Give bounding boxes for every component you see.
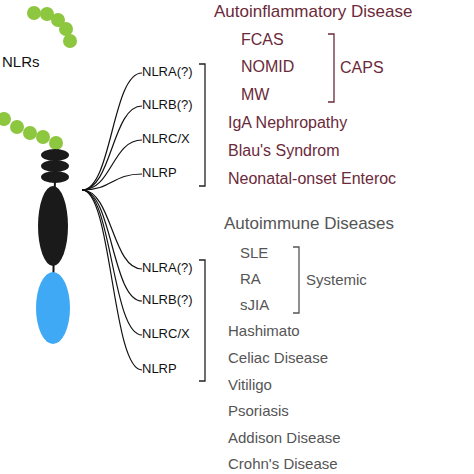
disease-name: Celiac Disease [228,350,328,365]
lrr-bead [49,136,63,150]
group-name: CAPS [340,60,384,76]
branch-line [82,190,142,301]
branch-line [82,106,142,190]
lrr-bead [36,130,50,144]
disease-name: sJIA [240,297,269,312]
branch-line [82,190,142,269]
group-bracket [199,260,205,381]
group-bracket [199,64,205,186]
caps-bracket [328,34,334,102]
disease-name: Crohn's Disease [228,456,338,471]
nacht-domain-oval [38,186,68,266]
nlr-family-label: NLRC/X [142,131,200,147]
family-heading: NLRs [2,54,40,69]
nlr-family-label: NLRB(?) [142,97,200,113]
branch-line [82,190,142,370]
branch-line [82,140,142,190]
group-heading: Autoimmune Diseases [224,215,394,232]
nlr-name: NLRB(?) [142,293,193,306]
disease-name: Hashimato [228,323,300,338]
lrr-bead [59,22,73,36]
disease-name: Neonatal-onset Enteroc [228,171,396,187]
systemic-bracket [293,247,299,313]
nlr-name: NLRC/X [142,327,190,340]
nlr-family-label: NLRC/X [142,326,200,342]
disease-name: Vitiligo [228,377,272,392]
protein-domain-schematic: NLRs [0,0,82,350]
small-domain-oval [41,160,69,172]
nlr-name: NLRP [142,362,177,375]
nlr-name: NLRB(?) [142,98,193,111]
effector-domain-oval [36,272,70,344]
nlr-name: NLRA(?) [142,261,193,274]
disease-name: FCAS [241,32,284,48]
disease-name: SLE [240,245,268,260]
nlr-family-label: NLRA(?) [142,260,200,276]
nlr-name: NLRP [142,166,177,179]
lrr-bead [23,126,37,140]
group-heading: Autoinflammatory Disease [214,3,412,20]
group-name: Systemic [306,272,367,287]
nlr-name: NLRC/X [142,132,190,145]
disease-name: MW [241,87,269,103]
small-domain-oval [41,171,69,183]
nlr-family-label: NLRB(?) [142,292,200,308]
lrr-bead [63,34,77,48]
lrr-bead [0,112,11,126]
nlr-family-label: NLRP [142,165,200,181]
nlr-family-label: NLRP [142,361,200,377]
lrr-bead [27,6,41,20]
branch-line [82,174,142,190]
protein-illustration [0,0,82,350]
branch-line [82,73,142,190]
disease-name: Blau's Syndrom [228,143,340,159]
lrr-bead [10,120,24,134]
branch-line [82,190,142,335]
disease-name: IgA Nephropathy [228,115,347,131]
nlr-family-label: NLRA(?) [142,64,200,80]
disease-name: RA [240,271,261,286]
small-domain-oval [41,149,69,161]
disease-name: NOMID [241,59,294,75]
disease-name: Psoriasis [228,403,289,418]
nlr-name: NLRA(?) [142,65,193,78]
disease-name: Addison Disease [228,430,341,445]
